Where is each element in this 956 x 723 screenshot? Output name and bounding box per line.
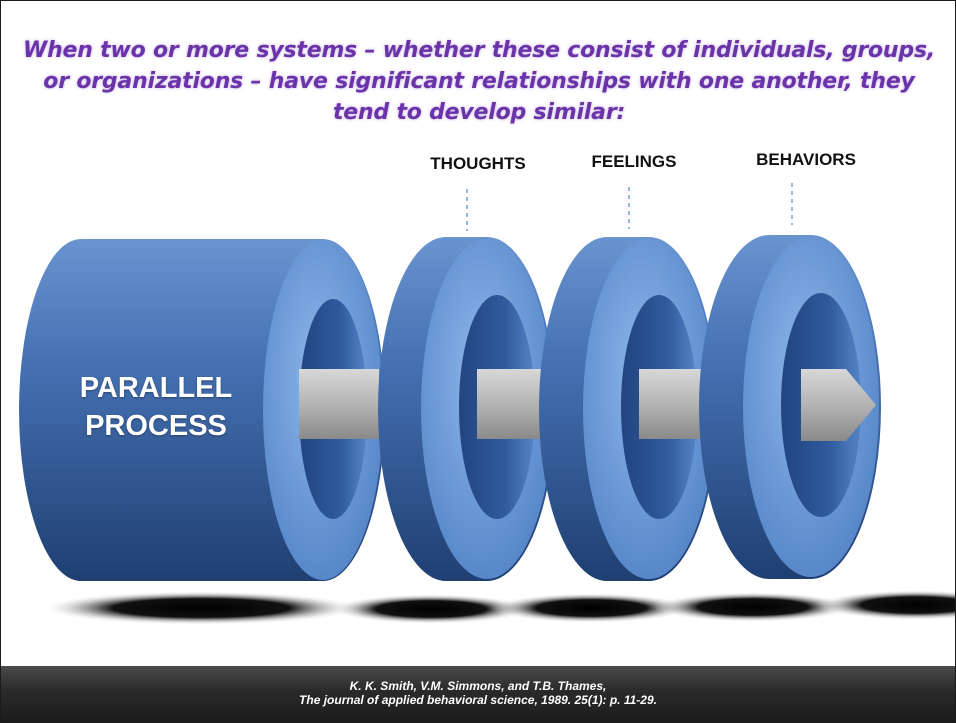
stage-label-behaviors: BEHAVIORS bbox=[756, 150, 856, 169]
arrow-segment bbox=[299, 369, 379, 439]
slide-title: When two or more systems – whether these… bbox=[23, 38, 935, 125]
parallel-process-label: PARALLEL PROCESS bbox=[46, 369, 266, 445]
citation-footer: K. K. Smith, V.M. Simmons, and T.B. Tham… bbox=[1, 666, 955, 722]
ring-thoughts bbox=[378, 237, 555, 581]
arrow-head bbox=[801, 369, 876, 441]
center-label-line2: PROCESS bbox=[85, 410, 227, 442]
parallel-process-cylinder bbox=[19, 239, 385, 581]
citation-journal: The journal of applied behavioral scienc… bbox=[299, 693, 657, 707]
center-label-line1: PARALLEL bbox=[79, 372, 233, 404]
ring-behaviors bbox=[699, 235, 881, 579]
stage-label-feelings: FEELINGS bbox=[591, 152, 677, 171]
citation-authors: K. K. Smith, V.M. Simmons, and T.B. Tham… bbox=[349, 679, 607, 693]
parallel-process-diagram bbox=[19, 183, 955, 625]
stage-label-thoughts: THOUGHTS bbox=[430, 154, 526, 173]
floor-shadows bbox=[41, 590, 955, 625]
